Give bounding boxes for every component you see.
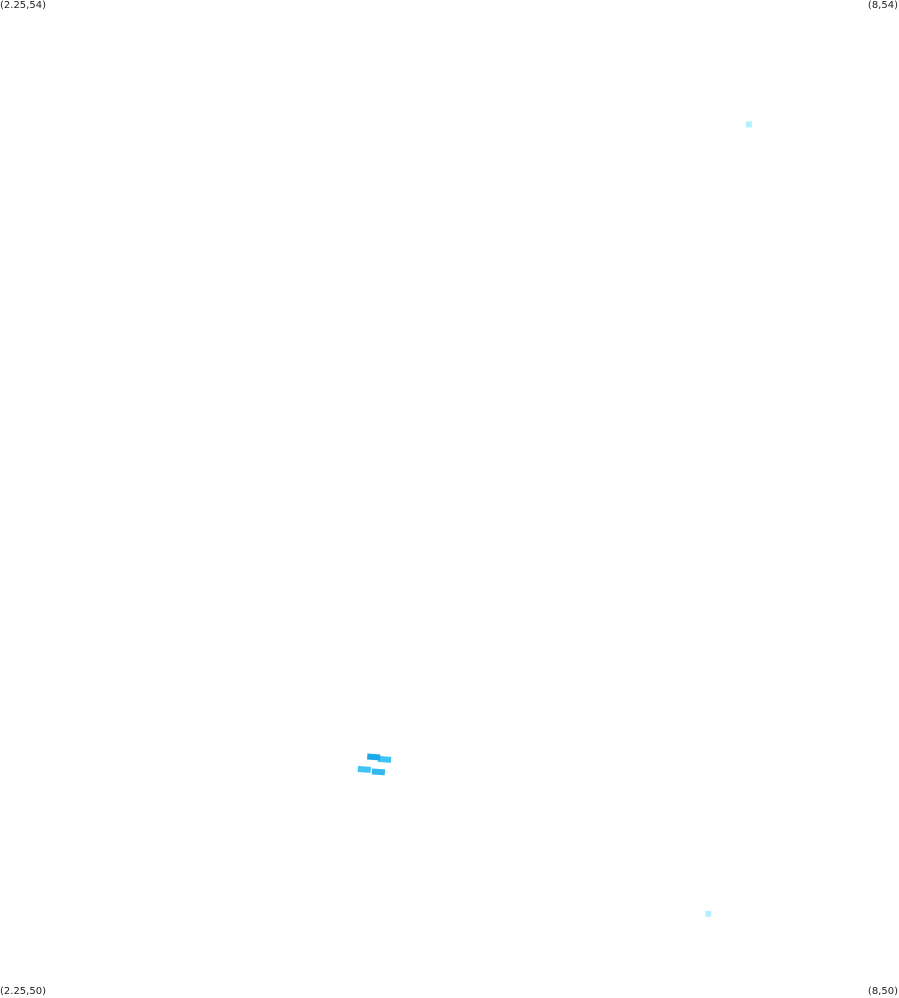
corner-label-bottom-right: (8,50) <box>867 986 898 997</box>
corner-label-top-right: (8,54) <box>867 0 898 11</box>
marker-northeast <box>745 121 752 128</box>
cluster-upper-left <box>367 753 381 761</box>
cluster-lower-left <box>357 765 371 773</box>
cluster-lower-right <box>371 768 386 776</box>
cluster-upper-right <box>377 755 392 763</box>
marker-southeast <box>705 910 712 917</box>
corner-label-top-left: (2.25,54) <box>0 0 46 11</box>
corner-label-bottom-left: (2.25,50) <box>0 986 46 997</box>
